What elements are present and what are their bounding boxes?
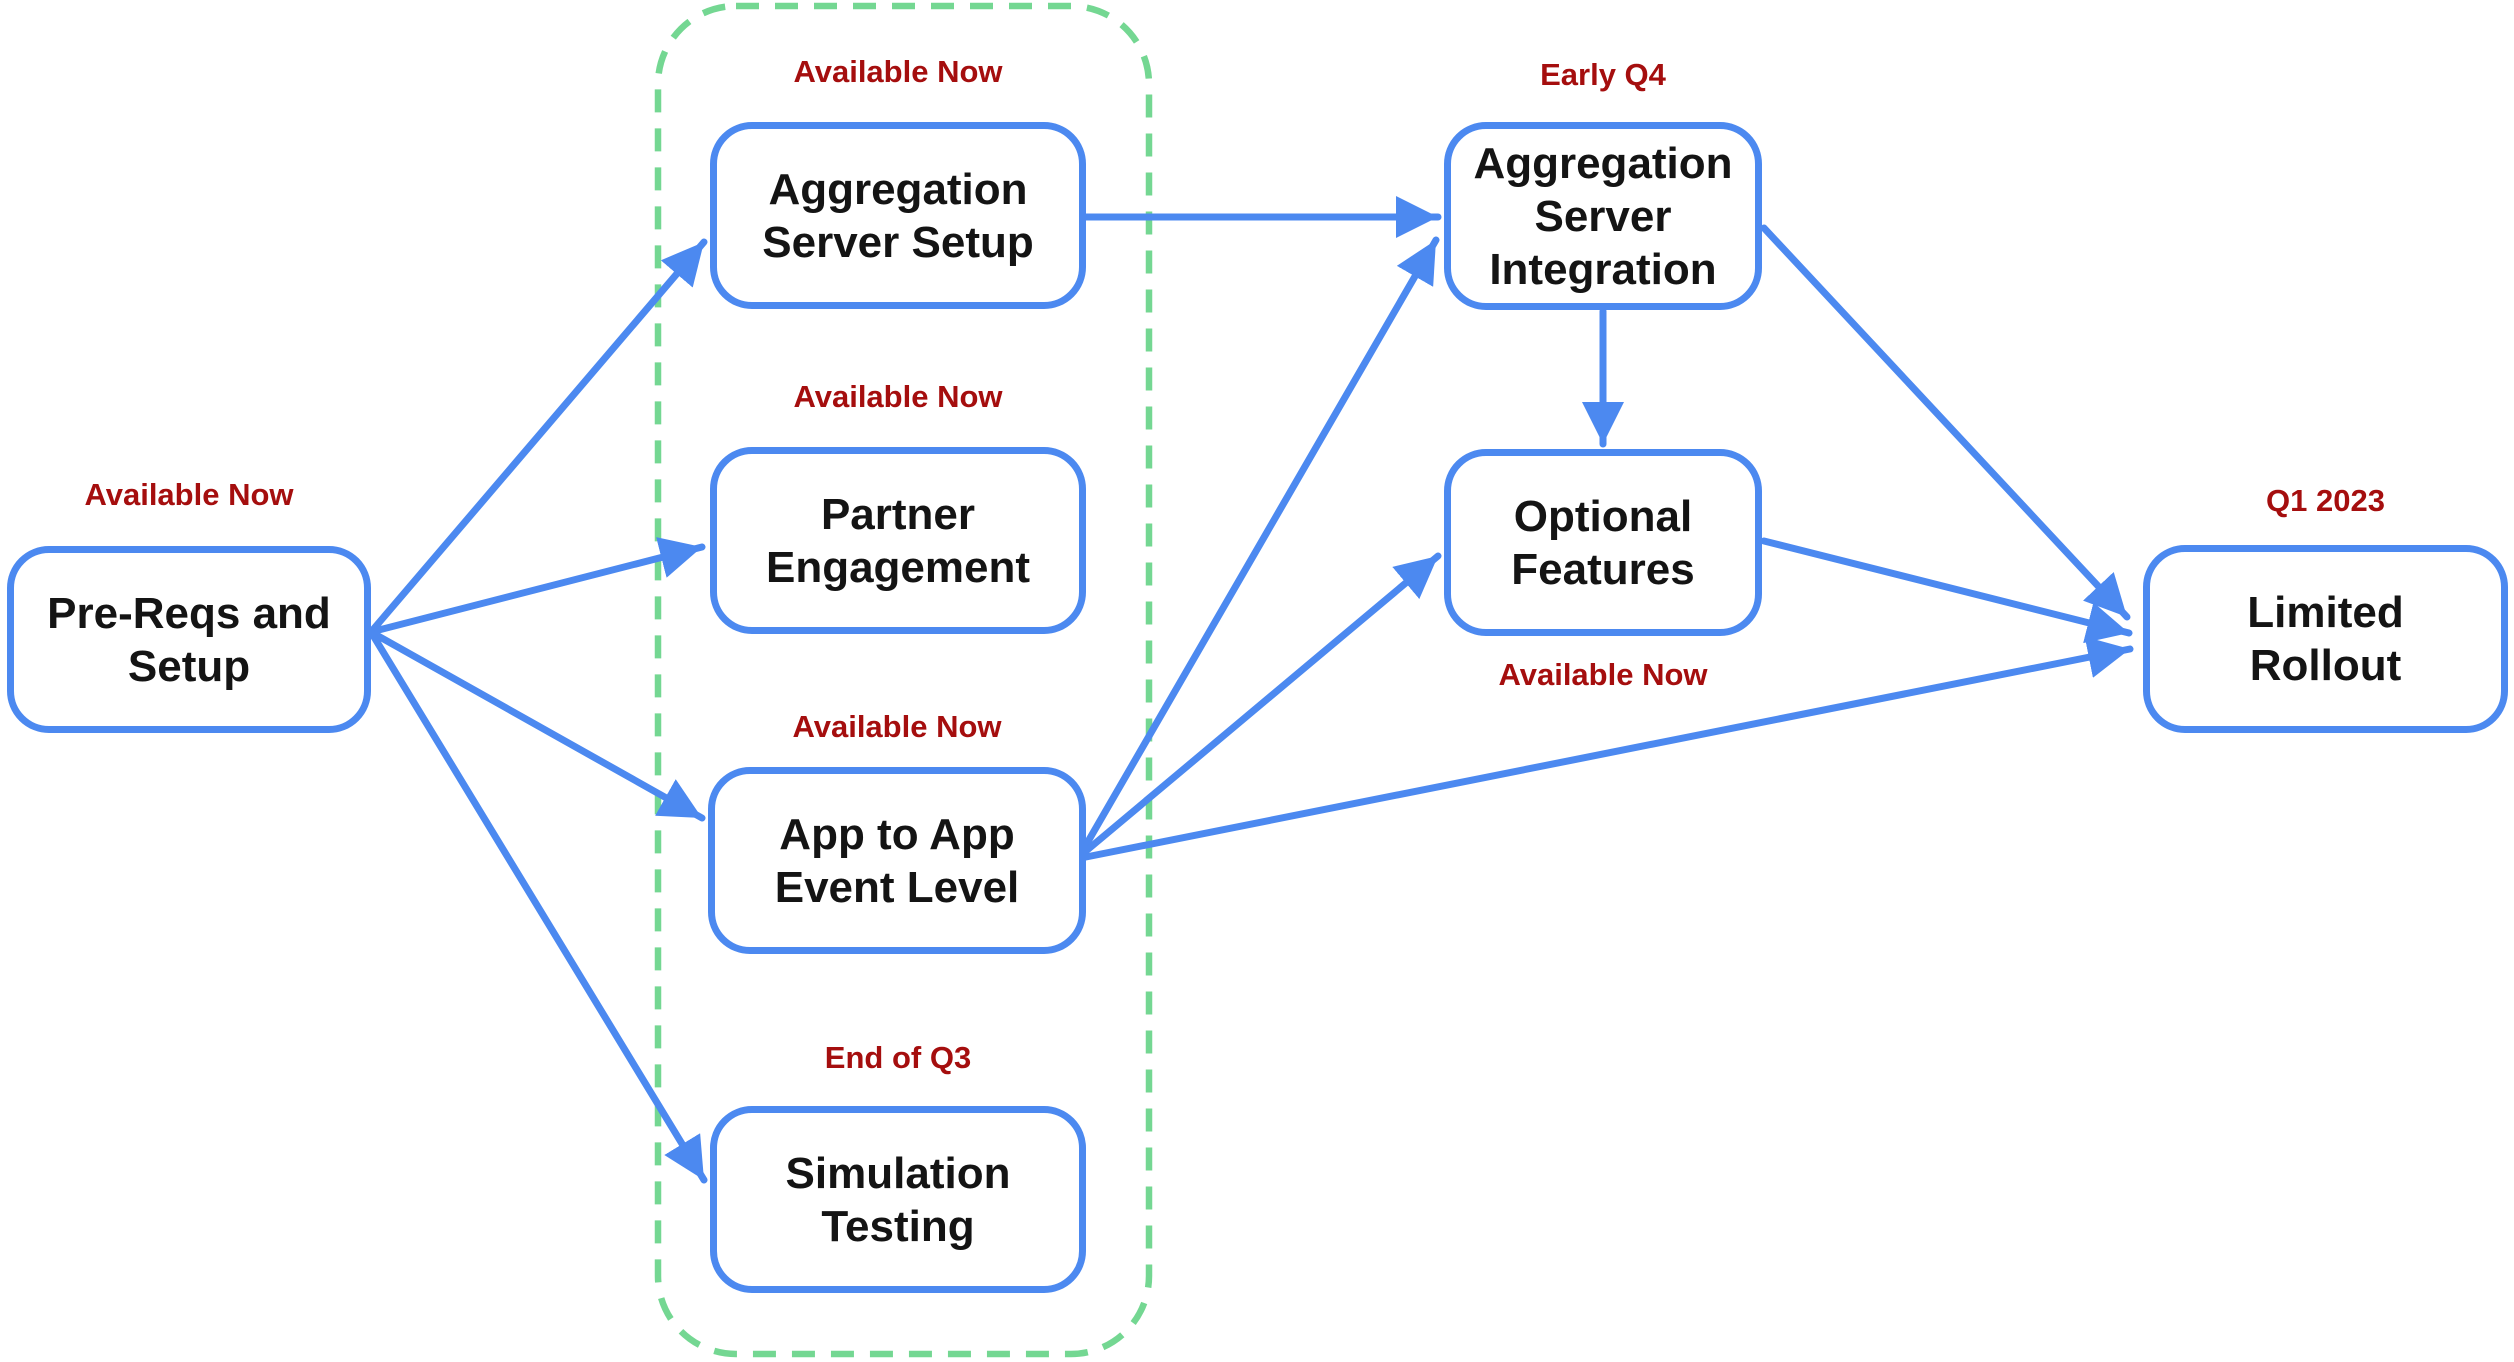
edge-pre-reqs-setup-to-partner-engagement <box>367 537 706 636</box>
node-label-aggregation-server-integration: Aggregation Server Integration <box>1473 138 1733 294</box>
node-limited-rollout: Limited Rollout <box>2143 545 2508 733</box>
available-now-group-outline <box>654 2 1153 1358</box>
node-label-limited-rollout: Limited Rollout <box>2247 588 2404 690</box>
edge-pre-reqs-setup-to-simulation-testing <box>367 628 708 1184</box>
node-aggregation-server-integration: Aggregation Server Integration <box>1444 122 1762 310</box>
status-aggregation-server-setup: Available Now <box>793 54 1003 89</box>
status-aggregation-server-integration: Early Q4 <box>1540 57 1666 92</box>
node-label-pre-reqs-setup: Pre-Reqs and Setup <box>47 588 331 691</box>
node-app-to-app-event-level: App to App Event Level <box>708 767 1086 954</box>
edge-pre-reqs-setup-to-aggregation-server-setup <box>367 238 708 636</box>
node-aggregation-server-setup: Aggregation Server Setup <box>710 122 1086 309</box>
status-pre-reqs-setup: Available Now <box>84 477 294 512</box>
edge-app-to-app-event-level-to-limited-rollout <box>1082 636 2134 861</box>
node-simulation-testing: Simulation Testing <box>710 1106 1086 1293</box>
edge-optional-features-to-limited-rollout <box>1760 537 2133 644</box>
edge-app-to-app-event-level-to-aggregation-server-integration <box>1082 236 1440 849</box>
node-label-simulation-testing: Simulation Testing <box>785 1148 1011 1251</box>
node-partner-engagement: Partner Engagement <box>710 447 1086 634</box>
node-label-aggregation-server-setup: Aggregation Server Setup <box>762 164 1034 267</box>
edge-aggregation-server-integration-to-limited-rollout <box>1760 224 2131 621</box>
node-label-partner-engagement: Partner Engagement <box>765 489 1031 592</box>
status-app-to-app-event-level: Available Now <box>792 709 1002 744</box>
node-label-app-to-app-event-level: App to App Event Level <box>774 809 1020 912</box>
edge-pre-reqs-setup-to-app-to-app-event-level <box>367 628 706 822</box>
status-partner-engagement: Available Now <box>793 379 1003 414</box>
node-pre-reqs-setup: Pre-Reqs and Setup <box>7 546 371 733</box>
status-limited-rollout: Q1 2023 <box>2266 483 2385 518</box>
node-label-optional-features: Optional Features <box>1511 491 1695 594</box>
status-simulation-testing: End of Q3 <box>824 1040 972 1075</box>
status-optional-features: Available Now <box>1498 657 1708 692</box>
edge-app-to-app-event-level-to-optional-features <box>1082 552 1442 855</box>
node-optional-features: Optional Features <box>1444 449 1762 636</box>
